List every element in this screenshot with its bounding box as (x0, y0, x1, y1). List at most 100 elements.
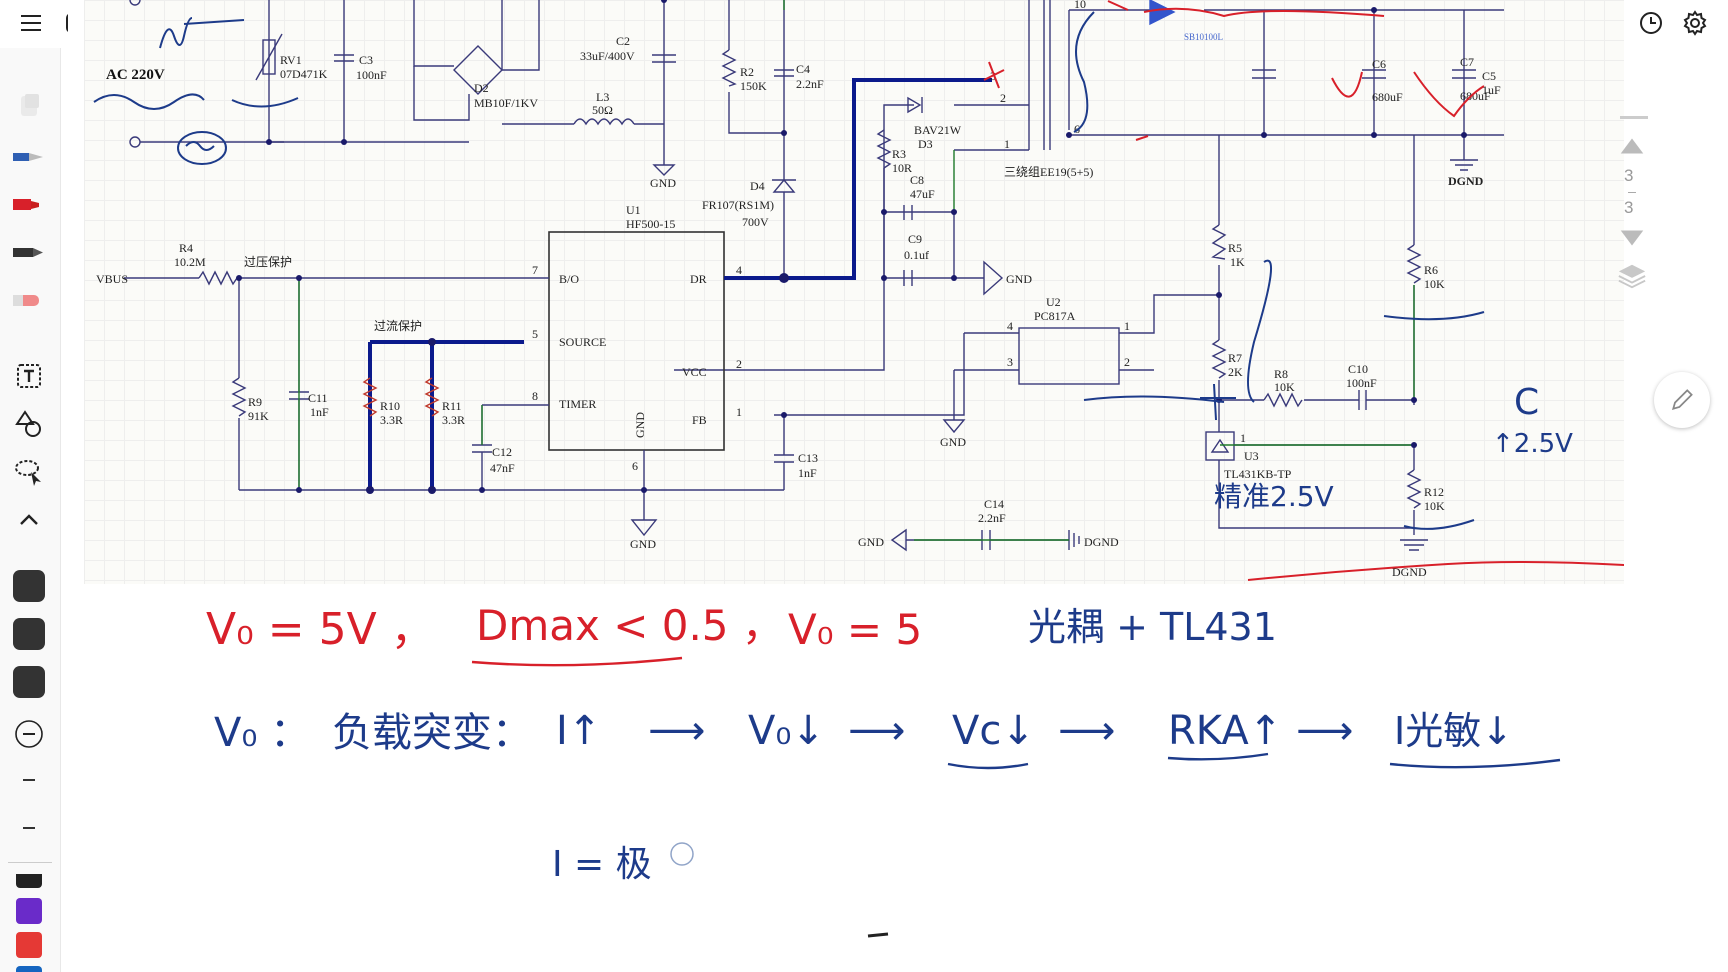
zoom-out-icon[interactable] (6, 714, 52, 754)
note-rka-up: RKA↑ (1168, 708, 1282, 754)
c5-value: 1uF (1482, 83, 1501, 97)
r2-label: R2 (740, 65, 754, 79)
r7-label: R7 (1228, 351, 1242, 365)
pin-vcc: VCC (682, 365, 707, 379)
dgnd-label-3: DGND (1392, 565, 1427, 579)
color-swatch-3[interactable] (13, 666, 45, 698)
gnd-label-4: GND (940, 435, 966, 449)
rv1-label: RV1 (280, 53, 302, 67)
eraser-icon[interactable] (6, 86, 52, 126)
menu-icon[interactable] (12, 4, 50, 42)
u3-pin1: 1 (1240, 431, 1246, 445)
c13-label: C13 (798, 451, 818, 465)
u1-pin6: 6 (632, 459, 638, 473)
r9-label: R9 (248, 395, 262, 409)
c6-value: 680uF (1372, 90, 1403, 104)
handwritten-notes: V₀ = 5V ， Dmax < 0.5 ， V₀ = 5 光耦 + TL431… (206, 601, 1561, 938)
stray-mark (867, 932, 889, 938)
u1-pin1: 1 (736, 405, 742, 419)
ovp-label: 过压保护 (244, 255, 292, 269)
shapes-icon[interactable] (6, 404, 52, 444)
tool-sidebar (0, 48, 61, 972)
u2-pin1: 1 (1124, 319, 1130, 333)
c3-label: C3 (359, 53, 373, 67)
u2-label: U2 (1046, 295, 1061, 309)
note-arrow-1: ⟶ (648, 708, 705, 754)
sb-diode-label: SB10100L (1184, 32, 1223, 42)
settings-icon[interactable] (1676, 4, 1714, 42)
r4-label: R4 (179, 241, 193, 255)
note-arrow-4: ⟶ (1296, 708, 1353, 754)
c9-label: C9 (908, 232, 922, 246)
color-swatch-2[interactable] (13, 618, 45, 650)
u2-value: PC817A (1034, 309, 1076, 323)
r3-value: 10R (892, 161, 912, 175)
c4-label: C4 (796, 62, 810, 76)
note-precise: 精准2.5V (1214, 480, 1334, 513)
divider (8, 862, 52, 863)
c10-value: 100nF (1346, 376, 1377, 390)
u1-label: U1 (626, 203, 641, 217)
stroke-width-1[interactable] (23, 779, 35, 781)
note-vo-5v: V₀ = 5V ， (206, 604, 435, 655)
c8-label: C8 (910, 173, 924, 187)
note-arrow-3: ⟶ (1058, 708, 1115, 754)
text-tool-icon[interactable] (6, 356, 52, 396)
page-navigator: 3 3 (1612, 100, 1652, 320)
note-c: C (1514, 382, 1539, 423)
c8-value: 47uF (910, 187, 935, 201)
r5-label: R5 (1228, 241, 1242, 255)
layers-icon[interactable] (1616, 260, 1648, 292)
t-pin2: 2 (1000, 91, 1006, 105)
pen-mode-button[interactable] (1654, 372, 1710, 428)
note-vo-5: V₀ = 5 (788, 605, 922, 654)
rv1-value: 07D471K (280, 67, 328, 81)
marker-icon[interactable] (6, 184, 52, 224)
lasso-icon[interactable] (6, 452, 52, 492)
l3-label: L3 (596, 90, 609, 104)
color-purple[interactable] (16, 898, 42, 924)
highlighter-icon[interactable] (6, 280, 52, 320)
c4-value: 2.2nF (796, 77, 824, 91)
color-swatch-1[interactable] (13, 570, 45, 602)
fountain-pen-icon[interactable] (6, 136, 52, 176)
c14-label: C14 (984, 497, 1004, 511)
page-down-icon[interactable] (1616, 222, 1648, 254)
note-arrow-2: ⟶ (848, 708, 905, 754)
c12-value: 47nF (490, 461, 515, 475)
page-up-icon[interactable] (1616, 130, 1648, 162)
color-red[interactable] (16, 932, 42, 958)
gnd-label-3: GND (630, 537, 656, 551)
pencil-icon (1671, 389, 1693, 411)
d4-voltage: 700V (742, 215, 769, 229)
note-optocoupler-tl431: 光耦 + TL431 (1028, 605, 1277, 649)
ballpoint-pen-icon[interactable] (6, 232, 52, 272)
u2-pin3: 3 (1007, 355, 1013, 369)
color-black[interactable] (16, 874, 42, 888)
u1-pin2: 2 (736, 357, 742, 371)
u1-pin8: 8 (532, 389, 538, 403)
color-blue[interactable] (16, 966, 42, 972)
collapse-tools-icon[interactable] (6, 500, 52, 540)
cursor-dot (670, 842, 694, 866)
note-25v: ↑2.5V (1492, 429, 1573, 459)
gnd-label-1: GND (650, 176, 676, 190)
c10-label: C10 (1348, 362, 1368, 376)
schematic-image: AC 220V RV1 07D471K C3 100nF D2 MB10F/1K… (84, 0, 1624, 584)
c7-label: C7 (1460, 55, 1474, 69)
bav-label: BAV21W (914, 123, 962, 137)
dgnd-label-2: DGND (1084, 535, 1119, 549)
u2-pin4: 4 (1007, 319, 1013, 333)
r10-value: 3.3R (380, 413, 403, 427)
l3-value: 50Ω (592, 103, 613, 117)
pin-timer: TIMER (559, 397, 596, 411)
d3-label: D3 (918, 137, 933, 151)
r11-label: R11 (442, 399, 462, 413)
r7-value: 2K (1228, 365, 1243, 379)
stroke-width-2[interactable] (23, 827, 35, 829)
note-i-photo-down: I光敏↓ (1394, 709, 1513, 753)
clock-icon[interactable] (1632, 4, 1670, 42)
note-vc-down: Vc↓ (952, 708, 1035, 754)
u2-pin2: 2 (1124, 355, 1130, 369)
c2-label: C2 (616, 34, 630, 48)
